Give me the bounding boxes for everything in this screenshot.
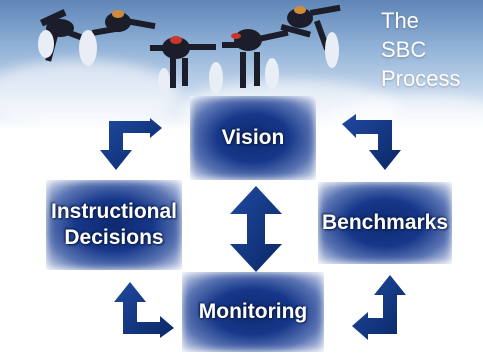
title-line-3: Process <box>381 66 461 91</box>
sky-banner <box>0 0 483 130</box>
benchmarks-box: Benchmarks <box>318 182 452 264</box>
bent-arrow-bottom-left <box>114 282 174 338</box>
monitoring-box: Monitoring <box>182 272 324 352</box>
bent-arrow-bottom-right <box>352 275 406 340</box>
instructional-decisions-box: Instructional Decisions <box>46 180 182 270</box>
monitoring-label: Monitoring <box>198 300 308 323</box>
instructional-label: Instructional <box>50 200 177 223</box>
title-line-1: The <box>381 8 419 33</box>
vision-box: Vision <box>190 96 316 180</box>
diagram-title: The SBC Process <box>381 6 460 93</box>
bent-arrow-top-right <box>342 114 401 170</box>
bent-arrow-top-left <box>100 118 162 170</box>
decisions-label: Decisions <box>64 226 164 249</box>
title-line-2: SBC <box>381 37 427 62</box>
double-headed-arrow <box>230 186 282 272</box>
vision-label: Vision <box>221 126 285 149</box>
benchmarks-label: Benchmarks <box>321 211 449 234</box>
skydivers-photo <box>38 4 341 96</box>
